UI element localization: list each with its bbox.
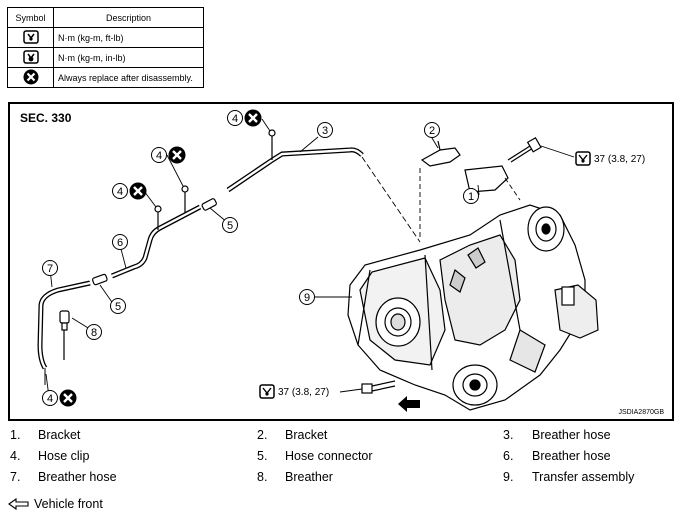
part-number: 2.: [257, 428, 268, 442]
hose-connector-lower: [92, 273, 108, 286]
part-label: Breather hose: [532, 449, 611, 463]
callout-5b: 5: [110, 298, 126, 314]
breather-hose-7: [37, 280, 91, 385]
callout-4a: 4: [227, 108, 263, 128]
vehicle-front-label: Vehicle front: [34, 497, 103, 511]
callout-4c: 4: [112, 181, 148, 201]
svg-text:3: 3: [322, 125, 328, 137]
part-number: 7.: [10, 470, 21, 484]
part-number: 1.: [10, 428, 21, 442]
svg-text:5: 5: [115, 301, 121, 313]
svg-text:1: 1: [468, 191, 474, 203]
parts-row: 4. Hose clip 5. Hose connector 6. Breath…: [0, 449, 683, 467]
callout-5a: 5: [222, 217, 238, 233]
torque-wrench-icon: [575, 151, 591, 166]
callout-8: 8: [86, 324, 102, 340]
figure-id: JSDIA2870GB: [618, 409, 664, 416]
callout-2: 2: [424, 122, 440, 138]
torque-label-lower: 37 (3.8, 27): [259, 384, 329, 399]
parts-row: 7. Breather hose 8. Breather 9. Transfer…: [0, 470, 683, 488]
section-label: SEC. 330: [20, 111, 72, 125]
part-label: Hose connector: [285, 449, 373, 463]
svg-text:4: 4: [47, 393, 53, 405]
part-number: 5.: [257, 449, 268, 463]
svg-text:8: 8: [91, 327, 97, 339]
part-label: Breather hose: [532, 428, 611, 442]
svg-text:2: 2: [429, 125, 435, 137]
part-number: 3.: [503, 428, 514, 442]
diagram-frame: SEC. 330 JSDIA2870GB: [8, 102, 674, 421]
part-number: 9.: [503, 470, 514, 484]
part-number: 8.: [257, 470, 268, 484]
wrench-ft-lb-icon: [22, 29, 39, 44]
wrench-in-lb-icon: [22, 49, 39, 64]
vehicle-front-arrow-icon: [398, 396, 420, 412]
svg-text:5: 5: [227, 220, 233, 232]
svg-text:7: 7: [47, 263, 53, 275]
bolt-lower: [339, 380, 396, 394]
svg-text:4: 4: [232, 113, 238, 125]
part-label: Hose clip: [38, 449, 90, 463]
callout-4d: 4: [42, 388, 78, 408]
svg-text:37 (3.8, 27): 37 (3.8, 27): [594, 154, 645, 165]
svg-text:4: 4: [156, 150, 162, 162]
svg-text:9: 9: [304, 292, 310, 304]
breather-hose-6: [111, 185, 202, 279]
torque-label-upper: 37 (3.8, 27): [575, 151, 645, 166]
callout-4b: 4: [151, 145, 187, 165]
part-label: Bracket: [285, 428, 328, 442]
callout-3: 3: [317, 122, 333, 138]
part-label: Breather: [285, 470, 333, 484]
replace-x-icon: [23, 69, 38, 84]
callout-9: 9: [299, 289, 315, 305]
legend-row-text: Always replace after disassembly.: [53, 67, 204, 88]
bracket-2: [420, 140, 461, 167]
breather-8: [59, 310, 70, 360]
callout-6: 6: [112, 234, 128, 250]
parts-row: 1. Bracket 2. Bracket 3. Breather hose: [0, 428, 683, 446]
callout-1: 1: [463, 188, 479, 204]
part-label: Breather hose: [38, 470, 117, 484]
hose-connector-upper: [201, 198, 217, 211]
bolt-upper: [507, 136, 575, 163]
part-label: Transfer assembly: [532, 470, 635, 484]
part-number: 4.: [10, 449, 21, 463]
part-number: 6.: [503, 449, 514, 463]
transfer-assembly: [347, 204, 599, 411]
symbol-legend-table: Symbol Description N·m (kg-m, ft-lb) N·m…: [7, 7, 204, 88]
vehicle-front-arrow-icon: [8, 498, 29, 510]
torque-wrench-icon: [259, 384, 275, 399]
vehicle-front-note: Vehicle front: [8, 497, 103, 511]
breather-hose-3: [226, 129, 421, 243]
svg-text:37 (3.8, 27): 37 (3.8, 27): [278, 387, 329, 398]
svg-text:6: 6: [117, 237, 123, 249]
svg-text:4: 4: [117, 186, 123, 198]
exploded-diagram: 1 2 3 4 4 4 4 5 5 6 7 8 9 37 (3.8, 27) 3…: [37, 108, 645, 412]
part-label: Bracket: [38, 428, 81, 442]
callout-7: 7: [42, 260, 58, 276]
